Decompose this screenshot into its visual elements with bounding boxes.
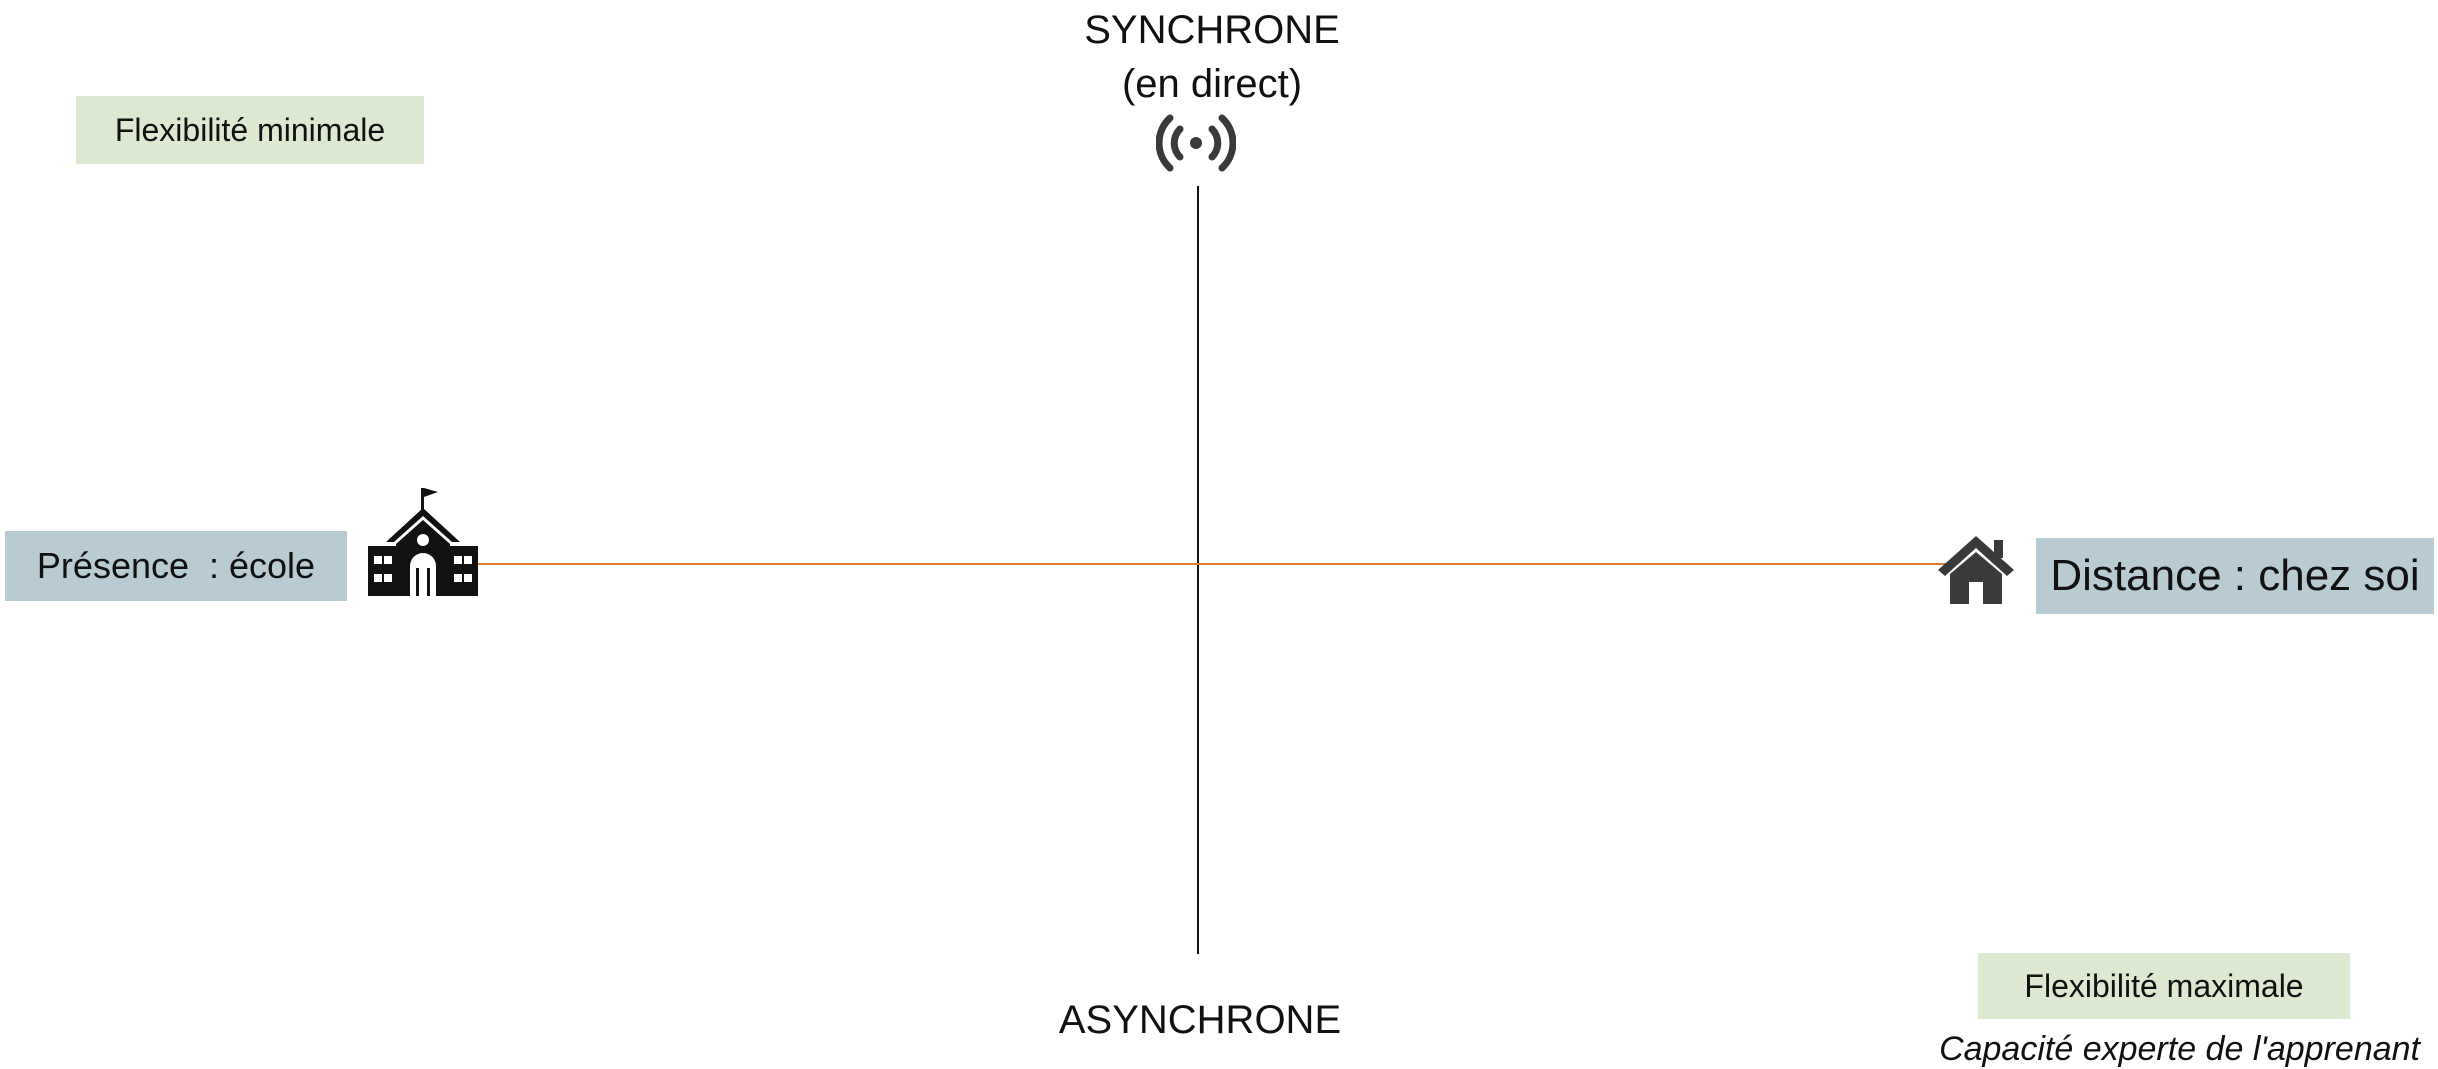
distance-label: Distance : chez soi: [2050, 551, 2420, 600]
presence-label: Présence : école: [36, 545, 316, 586]
flexibility-max-box: Flexibilité maximale: [1978, 953, 2350, 1019]
distance-box: Distance : chez soi: [2036, 538, 2434, 614]
axis-label-synchrone-line2: (en direct): [1121, 62, 1303, 106]
axis-label-synchrone-line1: SYNCHRONE: [1084, 8, 1340, 52]
flexibility-max-label: Flexibilité maximale: [2024, 967, 2304, 1004]
flexibility-min-box: Flexibilité minimale: [76, 96, 424, 164]
school-building-icon: [366, 484, 480, 604]
axis-label-synchrone: SYNCHRONE (en direct): [1012, 3, 1412, 111]
horizontal-axis-presence-distance: [478, 563, 1954, 565]
flexibility-min-label: Flexibilité minimale: [114, 111, 386, 148]
learner-expertise-note: Capacité experte de l'apprenant: [1939, 1030, 2420, 1068]
house-icon: [1936, 532, 2016, 606]
broadcast-signal-icon: [1156, 112, 1236, 174]
presence-box: Présence : école: [5, 531, 347, 601]
axis-label-asynchrone: ASYNCHRONE: [1058, 998, 1342, 1042]
vertical-axis-synchronous: [1197, 186, 1199, 954]
